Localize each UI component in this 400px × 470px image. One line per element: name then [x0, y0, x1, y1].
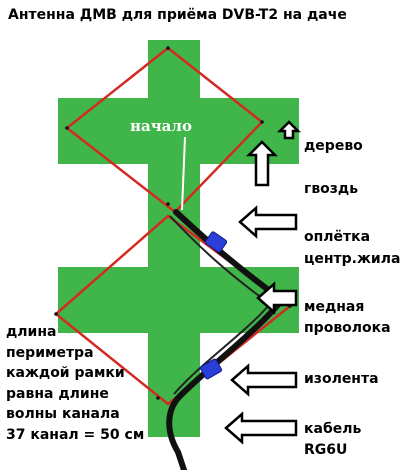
- label-arrows: [224, 120, 302, 445]
- arrow-tape: [230, 363, 298, 397]
- arrow-copper: [256, 281, 298, 315]
- label-tree: дерево: [304, 138, 363, 154]
- coax-cable: [166, 209, 287, 470]
- start-pointer: [181, 136, 186, 211]
- label-copper-2: проволока: [304, 320, 391, 336]
- arrow-cable: [224, 411, 298, 445]
- arrow-braid: [238, 205, 298, 239]
- label-nail: гвоздь: [304, 181, 359, 197]
- label-cable-2: RG6U: [304, 442, 348, 458]
- tape-lower: [199, 358, 223, 380]
- label-braid: оплётка: [304, 229, 371, 245]
- start-label: начало: [130, 117, 192, 135]
- label-cable-1: кабель: [304, 421, 362, 437]
- arrow-nail: [245, 140, 279, 187]
- arrow-tree: [276, 120, 302, 140]
- note-line: 37 канал = 50 см: [6, 426, 145, 443]
- perimeter-note: длина периметра каждой рамки равна длине…: [6, 322, 144, 445]
- label-core: центр.жила: [304, 251, 400, 267]
- note-line: каждой рамки: [6, 365, 125, 381]
- note-line: равна длине: [6, 385, 109, 402]
- label-copper-1: медная: [304, 299, 365, 315]
- tape-upper: [204, 231, 228, 253]
- note-line: волны канала: [6, 406, 120, 422]
- note-line: длина: [6, 324, 57, 340]
- note-line: периметра: [6, 344, 94, 361]
- label-tape: изолента: [304, 371, 379, 387]
- diagram-title: Антенна ДМВ для приёма DVB-T2 на даче: [8, 7, 347, 23]
